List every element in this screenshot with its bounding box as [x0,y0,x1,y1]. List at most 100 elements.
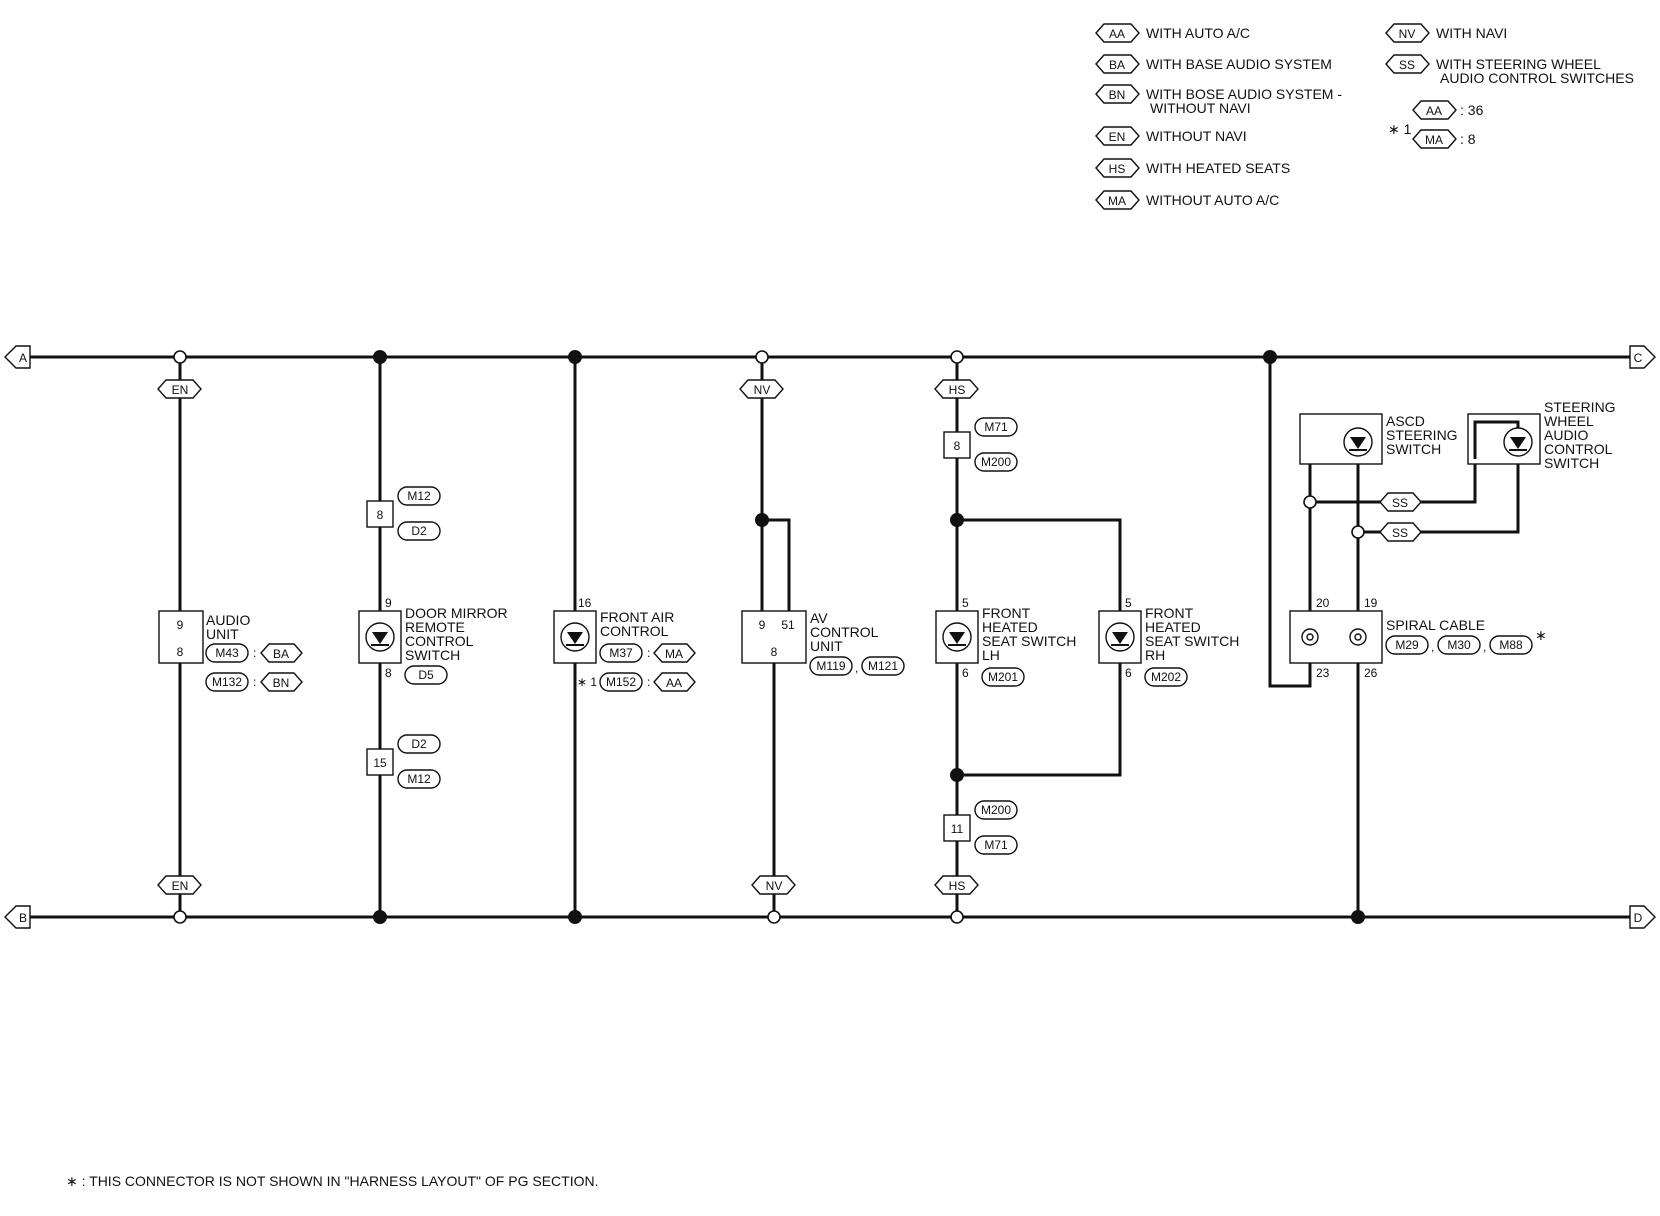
connector-tag [861,656,905,676]
diode-icon [1350,437,1366,449]
component-label: CONTROL [405,633,474,649]
branch-heated-seats: HS HS 8 M71 M200 5 6 FRONT HEATED SEAT S… [934,350,1239,924]
separator: : [253,675,256,689]
pin-number: 6 [962,666,969,680]
component-label: LH [982,647,1000,663]
pin-number: 8 [771,645,778,659]
component-label: ASCD [1386,413,1425,429]
audio-unit-box [158,610,204,664]
inline-connector [366,748,394,776]
legend-item-ss: SS WITH STEERING WHEEL AUDIO CONTROL SWI… [1385,54,1634,86]
splice-open [173,350,187,364]
component-label: CONTROL [1544,441,1613,457]
splice-solid [1351,910,1365,924]
splice-open [755,350,769,364]
component-label: SWITCH [1544,455,1599,471]
legend-item-ma: MA WITHOUT AUTO A/C [1095,190,1279,210]
legend-text-hs: WITH HEATED SEATS [1146,160,1290,176]
connector-tag [1437,635,1481,655]
connector-id: M12 [407,489,431,503]
connector-tag [809,656,853,676]
legend-text-ba: WITH BASE AUDIO SYSTEM [1146,56,1332,72]
bus-lines: A B C D [4,345,1656,929]
pin-number: 8 [177,645,184,659]
component-label: SWITCH [405,647,460,663]
connector-tag [205,672,249,692]
diode-icon [1510,437,1526,449]
legend-text-nv: WITH NAVI [1436,25,1507,41]
connector-id: D2 [411,737,427,751]
pin-number: 8 [954,439,961,453]
legend-code-en: EN [1109,130,1126,144]
component-label: AUDIO [206,612,250,628]
option-tag-hs [934,379,979,399]
connector-tag [397,734,441,754]
connector-id: M152 [606,675,636,689]
spiral-coil-icon [1306,633,1314,641]
splice-open [950,350,964,364]
connector-tag [974,452,1018,472]
pin-number: 9 [385,596,392,610]
bus-terminal-c: C [1629,345,1656,369]
pin-number: 8 [385,666,392,680]
legend-item-hs: HS WITH HEATED SEATS [1095,158,1290,178]
pin-number: 16 [578,596,592,610]
legend-code-ma: MA [1108,194,1126,208]
option-tag-ba [260,643,303,663]
component-label: CONTROL [600,623,669,639]
bus-label-a: A [19,351,27,365]
legend-item-bn: BN WITH BOSE AUDIO SYSTEM - WITHOUT NAVI [1095,84,1342,116]
connector-tag [397,769,441,789]
footnote-marker: ∗ 1 [577,675,597,689]
pin-number: 15 [373,756,387,770]
option-tag-nv [739,379,784,399]
component-label: RH [1145,647,1165,663]
branch-steering-spiral: SS SS ASCD STEERING SWITCH STEERING WHEE… [1263,350,1616,924]
legend-star1-code-aa: AA [1426,104,1442,118]
legend-code-ba: BA [1109,58,1125,72]
component-label: SEAT SWITCH [1145,633,1239,649]
option-code-en: EN [172,879,189,893]
option-tag-ss [1379,522,1422,542]
option-tag-en [157,379,202,399]
inline-connector [366,500,394,528]
connector-id: M202 [1151,670,1181,684]
splice-solid [1263,350,1277,364]
component-label: SWITCH [1386,441,1441,457]
connector-id: M121 [868,659,898,673]
legend-code-ss: SS [1399,58,1415,72]
component-label: FRONT [982,605,1031,621]
connector-tag [205,643,249,663]
legend-text-bn-1: WITH BOSE AUDIO SYSTEM - [1146,86,1342,102]
component-label: FRONT AIR [600,609,674,625]
connector-id: M132 [212,675,242,689]
connector-id: D5 [418,668,434,682]
option-code: MA [665,647,683,661]
legend-item-nv: NV WITH NAVI [1385,23,1507,43]
legend-star1-code-ma: MA [1425,133,1443,147]
bus-terminal-d: D [1629,905,1656,929]
legend-star1-value-ma: : 8 [1460,131,1476,147]
connector-id: M30 [1447,638,1471,652]
pin-number: 51 [781,618,795,632]
option-tag-en [157,875,202,895]
legend-text-aa: WITH AUTO A/C [1146,25,1250,41]
connector-tag [1144,667,1188,687]
branch-av-control-unit: NV NV 9 51 8 AV CONTROL UNIT M119 , M121 [739,350,905,924]
connector-id: M43 [215,646,239,660]
option-tag-bn [260,672,303,692]
connector-tag [1489,635,1533,655]
splice-solid [568,910,582,924]
pin-number: 5 [962,596,969,610]
diode-icon [1112,632,1128,644]
legend-text-ss-2: AUDIO CONTROL SWITCHES [1440,70,1634,86]
legend-item-en: EN WITHOUT NAVI [1095,126,1247,146]
connector-tag [599,643,643,663]
footnote-marker: ∗ [1535,627,1547,643]
legend-code-bn: BN [1109,88,1126,102]
option-code-hs: HS [949,879,966,893]
option-tag-ss [1379,492,1422,512]
connector-id: M29 [1395,638,1419,652]
option-tag-nv [751,875,796,895]
